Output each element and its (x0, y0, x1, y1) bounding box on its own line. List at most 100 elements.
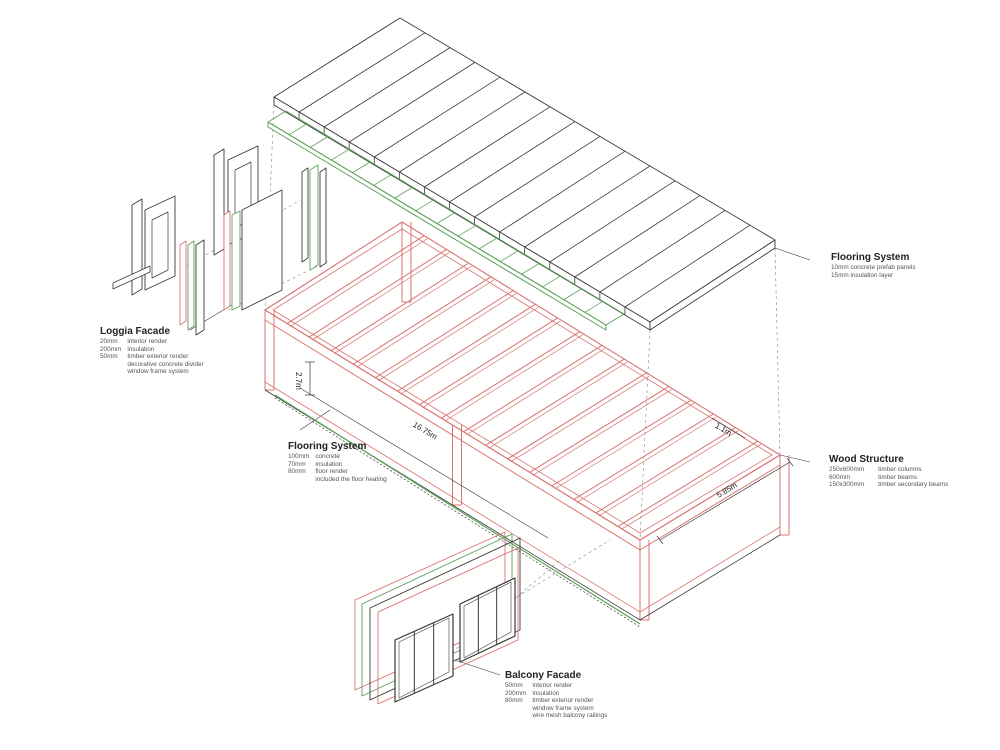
frame-secondary-beam (463, 344, 603, 433)
balcony-window-glass (398, 617, 450, 699)
frame-secondary-beam-edge (576, 416, 717, 503)
flooring-system-top-label: Flooring System 10mm concrete prefab pan… (831, 252, 916, 279)
frame-base-beam (639, 526, 781, 613)
insulation-strip-joint (352, 161, 371, 174)
spec-text: included the floor heating (315, 475, 387, 483)
slab-panel-joint (474, 136, 601, 218)
balcony-exterior-layer (369, 537, 521, 701)
insulation-strip-joint (521, 262, 540, 275)
slab-panel-joint (499, 150, 626, 233)
slab-panel-joint (399, 91, 526, 173)
balcony-window-glass (463, 581, 512, 659)
flooring-system-top-line: 15mm insulation layer (831, 271, 894, 279)
frame-secondary-beam (441, 331, 581, 419)
spec-text: interior render (532, 682, 573, 689)
width-dimension-tick (786, 457, 794, 467)
frame-secondary-beam (595, 427, 736, 514)
spec-value: 100mm (288, 453, 310, 460)
wood-structure-frame (264, 221, 790, 628)
frame-secondary-beam-edge (488, 361, 628, 449)
frame-secondary-beam (330, 262, 469, 352)
frame-secondary-beam-edge (620, 443, 761, 530)
insulation-strip-joint (373, 174, 392, 186)
slab-panel-joint (574, 195, 701, 278)
leader-line (774, 247, 811, 261)
spec-text: timber columns (878, 466, 922, 473)
spec-text: window frame system (532, 704, 594, 712)
width-dimension-line (659, 461, 791, 541)
frame-secondary-beam-edge (400, 306, 539, 395)
insulation-strip-joint (394, 186, 413, 199)
guide-line (774, 247, 781, 456)
insulation-strip-joint (415, 199, 435, 212)
frame-secondary-beam-edge (532, 389, 673, 476)
frame-secondary-beam (507, 372, 647, 460)
flooring-slab-panels (273, 17, 776, 331)
spec-text: timber exterior render (532, 697, 594, 705)
slab-panel-joint (348, 62, 476, 143)
insulation-strip-joint (436, 212, 456, 224)
length-dimension-line (299, 387, 549, 539)
dimension-lines (299, 361, 794, 545)
balcony-facade-panels (354, 531, 521, 705)
frame-secondary-beam-edge (289, 238, 428, 327)
frame-secondary-beam-edge (422, 320, 561, 409)
loggia-facade-title: Loggia Facade (100, 326, 171, 337)
spec-value: 150x300mm (829, 481, 865, 489)
frame-secondary-beam-edge (466, 348, 606, 436)
insulation-strip-joint (310, 136, 329, 148)
frame-secondary-beam (551, 399, 692, 487)
frame-base-edge (639, 534, 781, 621)
beam-dimension-line (711, 417, 746, 439)
spec-value: 80mm (288, 468, 306, 476)
loggia-divider-post (131, 198, 143, 296)
floor-insulation-edge (274, 394, 641, 625)
frame-secondary-beam-edge (333, 265, 472, 354)
frame-secondary-beam (617, 440, 759, 527)
frame-base-beam (264, 381, 641, 613)
insulation-strip-joint (542, 275, 561, 288)
slab-panel-joint (624, 224, 751, 308)
spec-value: 200mm (505, 689, 527, 697)
spec-value (100, 361, 127, 369)
spec-value: 70mm (288, 460, 306, 468)
loggia-exterior-layer (195, 239, 205, 336)
frame-secondary-beam-edge (311, 252, 450, 341)
spec-value: 20mm (100, 338, 118, 345)
insulation-strip-joint (500, 250, 519, 262)
insulation-strip-joint (457, 224, 477, 237)
flooring-system-bottom-title: Flooring System (288, 441, 367, 452)
height-dimension-label: 2.7m (294, 372, 303, 390)
spec-text: timber beams (878, 473, 917, 481)
loggia-sill (112, 265, 151, 290)
flooring-system-top-title: Flooring System (831, 252, 910, 263)
width-dimension-tick (656, 535, 664, 545)
insulation-layer-strip (267, 110, 625, 331)
slab-panel-joint (424, 106, 551, 188)
loggia-insulation-layer (231, 210, 241, 311)
spec-text: concrete (315, 453, 340, 460)
loggia-render-layer (179, 240, 187, 326)
spec-value (505, 705, 532, 713)
slab-panel-joint (449, 121, 576, 203)
insulation-strip-joint (288, 123, 308, 136)
spec-text: floor render (315, 468, 348, 476)
wood-structure-title: Wood Structure (829, 454, 904, 465)
spec-text: window frame system (127, 368, 189, 376)
spec-value (100, 368, 127, 376)
spec-text: decorative concrete divider (127, 360, 204, 368)
leader-line (454, 659, 501, 676)
slab-panel-joint (298, 32, 426, 113)
frame-secondary-beam-edge (554, 402, 695, 490)
floor-slab-edge (274, 397, 641, 628)
loggia-facade-panels (112, 145, 327, 336)
frame-secondary-beam (485, 358, 625, 446)
spec-text: timber exterior render (127, 353, 189, 361)
guide-line (511, 539, 611, 601)
